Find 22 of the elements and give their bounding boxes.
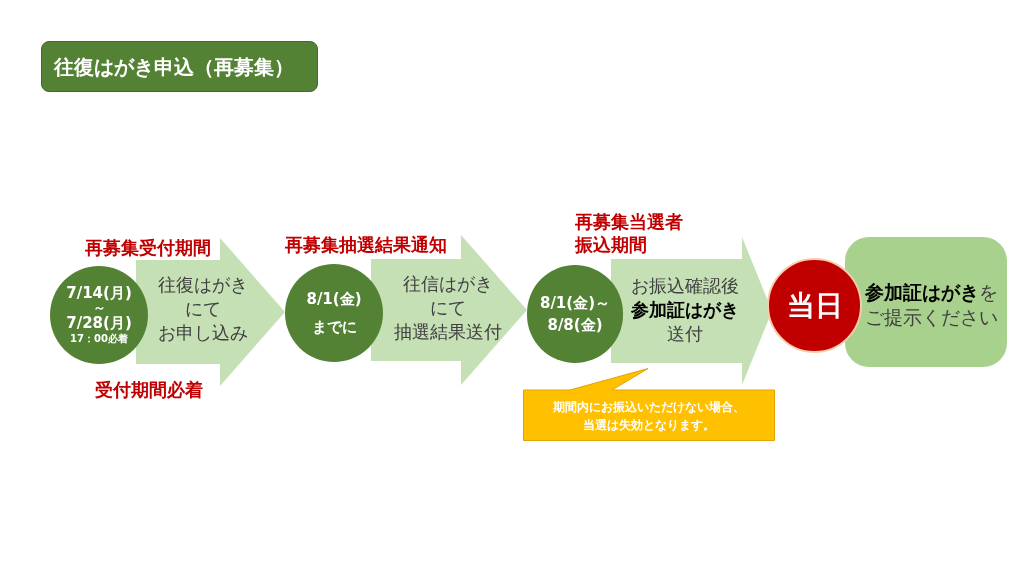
edge-label: 往信はがきにて抽選結果送付 xyxy=(393,272,503,344)
edge-label: 往復はがきにてお申し込み xyxy=(157,273,249,345)
period-heading: 再募集当選者振込期間 xyxy=(575,210,684,256)
day-label: 当日 xyxy=(786,289,843,322)
title-text: 往復はがき申込（再募集） xyxy=(54,53,294,81)
period-heading: 再募集受付期間 xyxy=(85,236,211,259)
date-text: ～ xyxy=(92,302,106,314)
callout-text: 期間内にお振込いただけない場合、当選は失効となります。 xyxy=(552,398,746,434)
block-arrow xyxy=(371,235,527,385)
period-heading: 受付期間必着 xyxy=(95,378,203,401)
block-arrow xyxy=(136,238,285,386)
date-text: 7/28(月) xyxy=(66,314,132,332)
instruction-text: 参加証はがきをご提示ください xyxy=(865,280,999,330)
callout-box xyxy=(523,368,775,441)
deadline-text: 17：00必着 xyxy=(70,332,128,346)
edge-label: お振込確認後参加証はがき送付 xyxy=(630,274,740,346)
date-text: 8/1(金) xyxy=(306,289,362,309)
date-text: 8/8(金) xyxy=(547,315,603,336)
instruction-panel xyxy=(845,237,1007,367)
date-text: 8/1(金)～ xyxy=(539,293,611,314)
date-text: 7/14(月) xyxy=(66,284,132,302)
date-text: までに xyxy=(311,317,357,337)
